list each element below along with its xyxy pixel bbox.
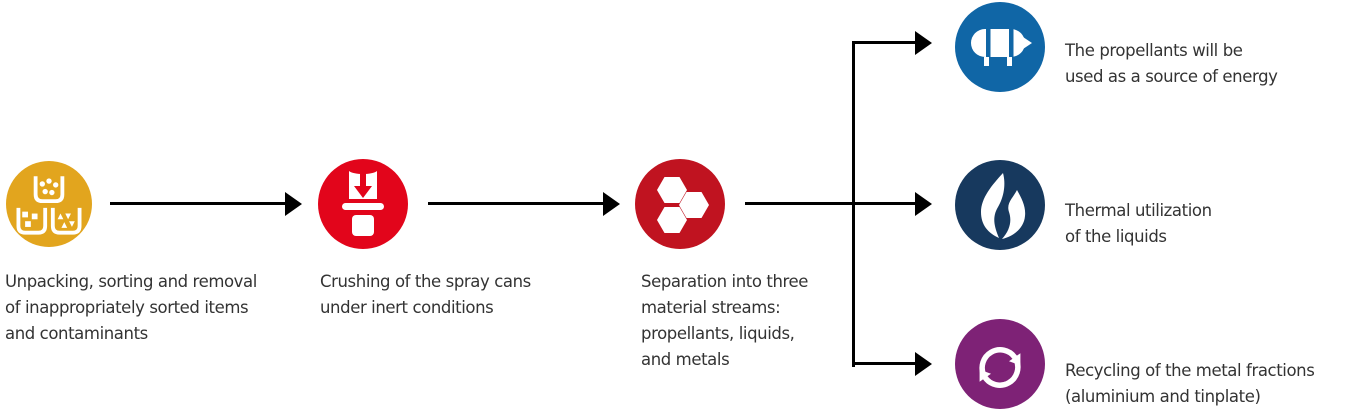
gas-tank-icon	[955, 2, 1045, 92]
arrow-head-icon	[915, 352, 932, 376]
crusher-press-icon	[318, 159, 408, 249]
flow-line-2	[428, 202, 604, 205]
recycle-arrows-icon	[955, 319, 1045, 409]
step-label-crushing: Crushing of the spray cans under inert c…	[320, 272, 531, 317]
branch-line-top	[852, 41, 916, 44]
output-label-thermal: Thermal utilization of the liquids	[1065, 201, 1212, 246]
sorting-bins-icon	[6, 161, 92, 247]
branch-line-bottom	[852, 362, 916, 365]
arrow-head-icon	[915, 31, 932, 55]
output-label-propellants: The propellants will be used as a source…	[1065, 41, 1278, 86]
arrow-head-icon	[915, 192, 932, 216]
flame-icon	[955, 160, 1045, 250]
hexagons-icon	[635, 159, 725, 249]
arrow-head-icon	[285, 192, 302, 216]
step-label-separation: Separation into three material streams: …	[641, 272, 809, 369]
branch-vertical-line	[852, 41, 855, 367]
flow-line-1	[110, 202, 286, 205]
step-label-unpacking: Unpacking, sorting and removal of inappr…	[5, 272, 257, 343]
output-label-recycling: Recycling of the metal fractions (alumin…	[1065, 361, 1315, 406]
branch-line-middle	[745, 202, 916, 205]
arrow-head-icon	[603, 192, 620, 216]
